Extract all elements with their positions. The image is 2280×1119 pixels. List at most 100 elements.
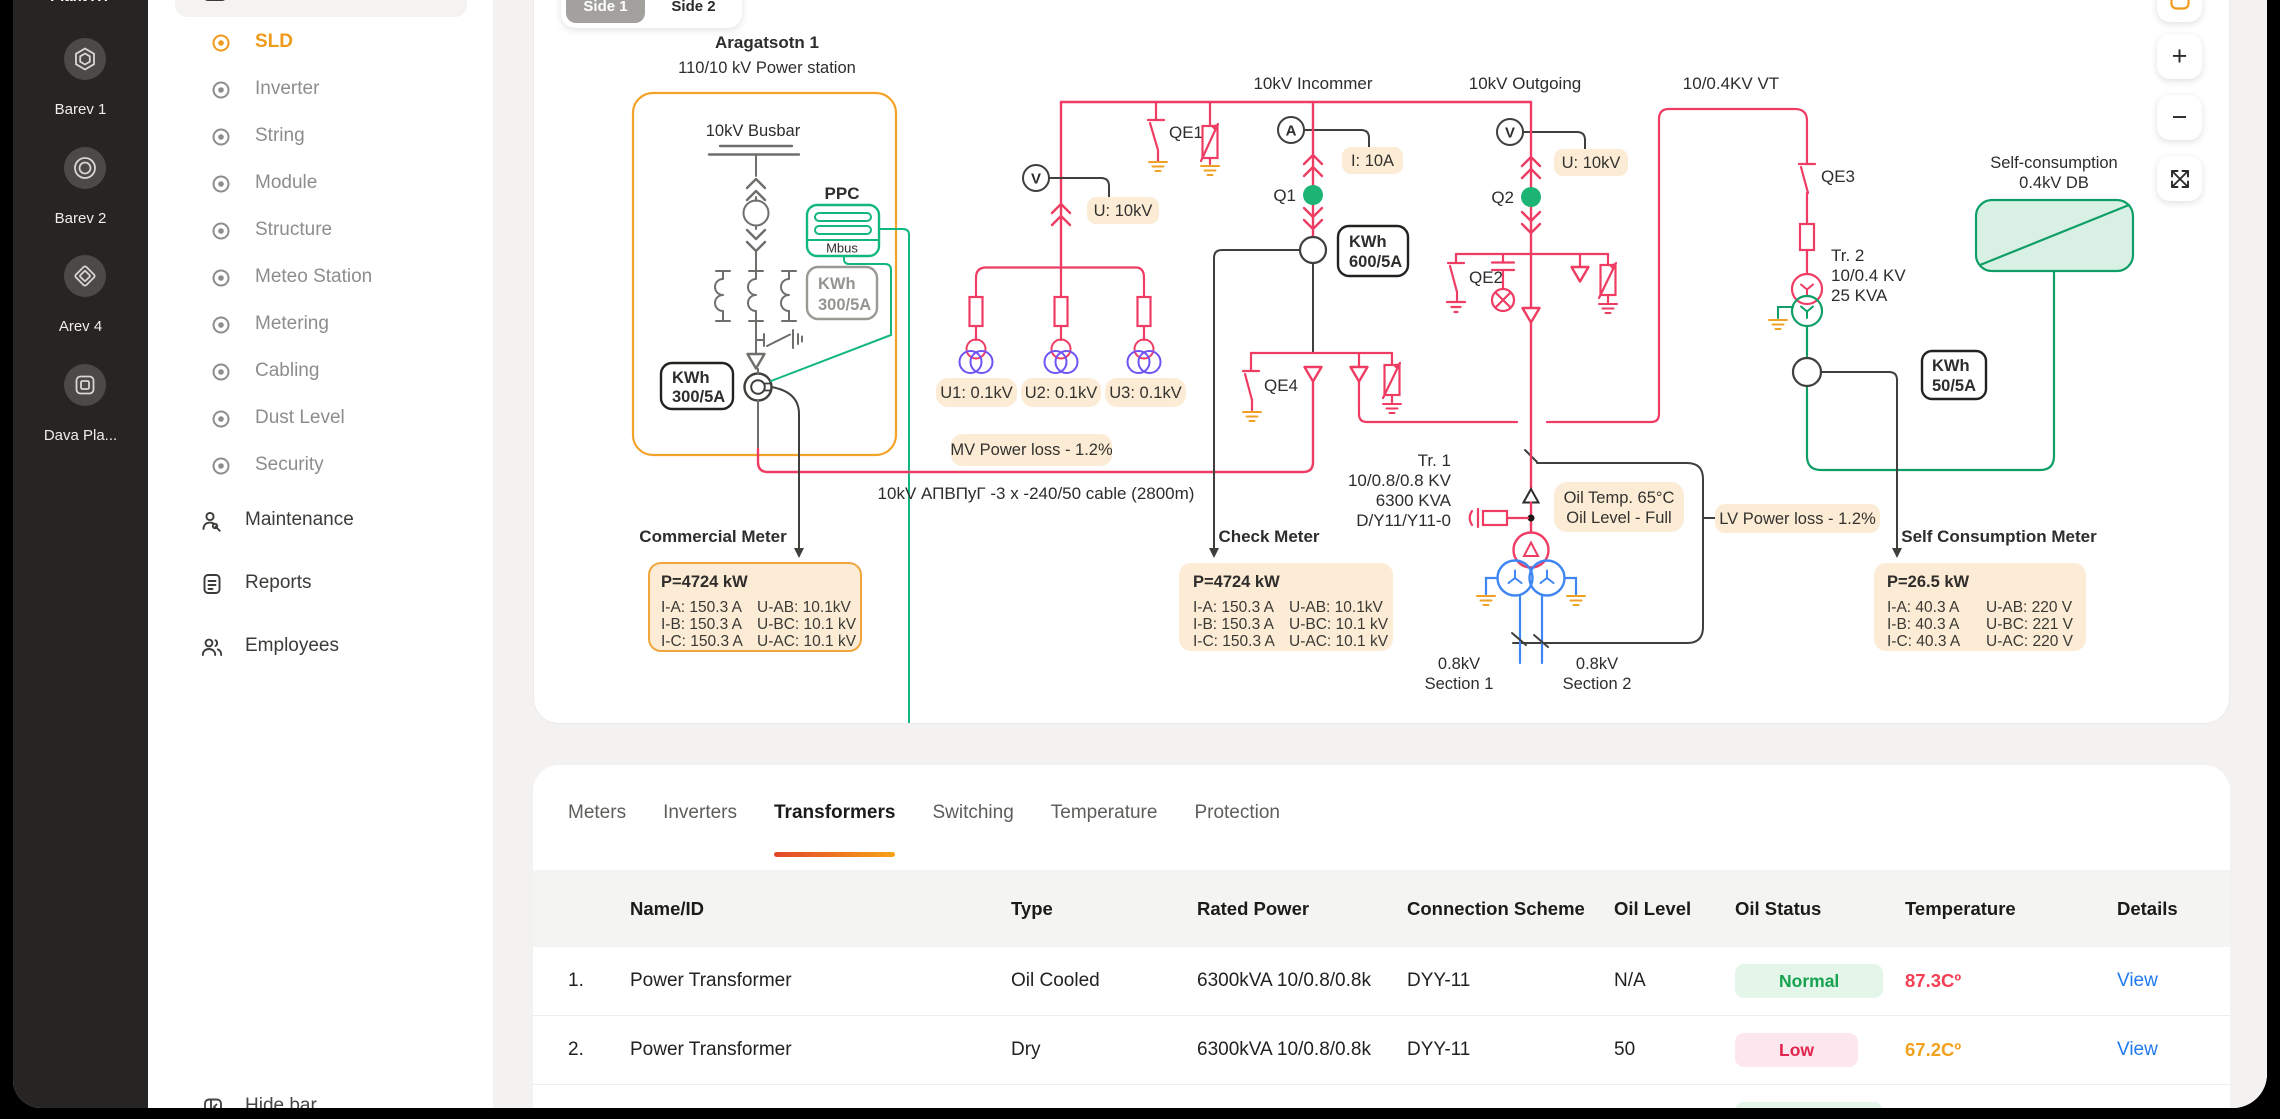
tab-meters[interactable]: Meters [568, 802, 627, 823]
sld-diagram[interactable]: Aragatsotn 1 110/10 kV Power station 10k… [534, 0, 2229, 724]
hide-bar-button[interactable]: Hide bar [148, 1094, 493, 1108]
svg-text:50/5A: 50/5A [1932, 377, 1976, 395]
side1-button[interactable]: Side 1 [566, 0, 645, 23]
qe2-label: QE2 [1469, 268, 1503, 287]
cell-oil-level: 50 [1614, 1039, 1636, 1060]
sidebar-item-maintenance[interactable]: Maintenance [148, 498, 493, 544]
sidebar-item-sld[interactable]: SLD [148, 20, 493, 66]
mv-cable-line [756, 381, 1315, 474]
cell-rated-power: 6300kVA 10/0.8/0.8k [1197, 1039, 1371, 1060]
tab-protection[interactable]: Protection [1194, 802, 1280, 823]
view-link[interactable]: View [2117, 970, 2158, 991]
column-header-name: Name/ID [630, 898, 705, 919]
view-link[interactable]: View [2117, 1039, 2158, 1060]
table-row[interactable]: 2. Power Transformer Dry 6300kVA 10/0.8/… [533, 1016, 2230, 1085]
tr2-primary [1790, 272, 1824, 306]
square-icon[interactable] [64, 364, 106, 406]
vt-measuring-feeder[interactable]: V U: 10kV [936, 100, 1186, 407]
sidebar-item-cabling[interactable]: Cabling [148, 349, 493, 395]
tab-bar: Meters Inverters Transformers Switching … [568, 802, 1280, 857]
svg-text:I-C: 150.3 A: I-C: 150.3 A [661, 633, 744, 650]
sidebar-item-inverter[interactable]: Inverter [148, 67, 493, 113]
tab-switching[interactable]: Switching [932, 802, 1014, 823]
transformer-1[interactable]: Tr. 1 10/0.8/0.8 KV 6300 KVA D/Y11/Y11-0… [1348, 449, 1880, 693]
svg-text:U: 10kV: U: 10kV [1562, 154, 1621, 172]
commercial-meter[interactable]: Commercial Meter P=4724 kW I-A: 150.3 A … [639, 527, 862, 652]
sidebar-item-reports[interactable]: Reports [148, 561, 493, 607]
sidebar-item-label: Meteo Station [255, 266, 373, 287]
sidebar-item-module[interactable]: Module [148, 161, 493, 207]
svg-text:A: A [1286, 123, 1297, 140]
side2-button[interactable]: Side 2 [671, 0, 716, 15]
table-row[interactable]: Normal [533, 1085, 2230, 1108]
lamp-symbol [1490, 252, 1516, 313]
sidebar-item-string[interactable]: String [148, 114, 493, 160]
vent-symbol [1521, 486, 1541, 504]
status-badge: Normal [1735, 1101, 1884, 1108]
u3-pill: U3: 0.1kV [1105, 378, 1186, 407]
metering-ct [743, 372, 773, 402]
arrow-down-symbol [1521, 306, 1541, 324]
section-break-marks [1511, 632, 1549, 648]
tab-temperature[interactable]: Temperature [1050, 802, 1158, 823]
radio-icon [210, 126, 232, 148]
sidebar-item-label: Cabling [255, 360, 320, 381]
svg-text:U-BC: 10.1 kV: U-BC: 10.1 kV [1289, 616, 1389, 633]
svg-text:P=4724 kW: P=4724 kW [1193, 573, 1280, 591]
svg-text:I-A: 150.3 A: I-A: 150.3 A [1193, 599, 1275, 616]
self-consumption-db: Self-consumption 0.4kV DB [1974, 154, 2135, 273]
sidebar-item-structure[interactable]: Structure [148, 208, 493, 254]
sidebar-item-meteo-station[interactable]: Meteo Station [148, 255, 493, 301]
svg-text:Self-consumption: Self-consumption [1990, 154, 2117, 172]
substation-group[interactable]: Aragatsotn 1 110/10 kV Power station 10k… [631, 33, 910, 724]
tool-button-partial[interactable] [2157, 0, 2202, 22]
sidebar-item-security[interactable]: Security [148, 443, 493, 489]
q2-label: Q2 [1491, 188, 1514, 207]
svg-text:LV Power loss - 1.2%: LV Power loss - 1.2% [1719, 510, 1876, 528]
sidebar-item-label: Metering [255, 313, 329, 334]
sidebar-item-metering[interactable]: Metering [148, 302, 493, 348]
svg-text:Self Consumption Meter: Self Consumption Meter [1901, 527, 2097, 546]
svg-text:6300 KVA: 6300 KVA [1376, 491, 1452, 510]
sidebar-item-dust-level[interactable]: Dust Level [148, 396, 493, 442]
svg-text:Tr. 1: Tr. 1 [1418, 451, 1451, 470]
svg-text:I-B: 40.3 A: I-B: 40.3 A [1887, 616, 1960, 633]
qe1-earthing-switch[interactable]: QE1 [1146, 100, 1203, 172]
q1-breaker-closed[interactable] [1303, 185, 1323, 205]
svg-text:I-A: 150.3 A: I-A: 150.3 A [661, 599, 743, 616]
incomer-feeder[interactable]: A I: 10A Q1 [1209, 100, 1410, 558]
sidebar-item-employees[interactable]: Employees [148, 624, 493, 670]
transformer-2-branch[interactable]: QE3 Tr. 2 10/0.4 KV 25 KVA [1768, 154, 2135, 558]
zoom-in-button[interactable]: + [2157, 34, 2202, 79]
fullscreen-button[interactable] [2157, 156, 2202, 201]
column-header-type: Type [1011, 898, 1053, 919]
self-consumption-meter[interactable]: Self Consumption Meter P=26.5 kW I-A: 40… [1874, 527, 2097, 651]
outgoing-feeder[interactable]: V U: 10kV Q2 [1491, 100, 1628, 256]
busbar-symbol [707, 144, 801, 177]
kwh50-ct [1791, 356, 1823, 388]
ground-icon [1768, 319, 1788, 330]
radio-icon [210, 79, 232, 101]
surge-arrester-1[interactable] [1199, 100, 1220, 176]
table-row[interactable]: 1. Power Transformer Oil Cooled 6300kVA … [533, 947, 2230, 1016]
plant-label: Barev 2 [54, 210, 107, 227]
ppc-controller[interactable]: PPC Mbus [805, 184, 881, 258]
qe2-branch[interactable]: QE2 [1445, 252, 1618, 455]
svg-text:D/Y11/Y11-0: D/Y11/Y11-0 [1356, 511, 1451, 530]
sidebar-item-label: SLD [255, 31, 293, 52]
circle-icon[interactable] [64, 147, 106, 189]
hexagon-icon[interactable] [64, 38, 106, 80]
cable-label: 10kV АПВПуГ -3 x -240/50 cable (2800m) [878, 484, 1195, 503]
tab-inverters[interactable]: Inverters [663, 802, 737, 823]
zoom-out-button[interactable]: − [2157, 95, 2202, 140]
qe4-branch[interactable]: QE4 [1241, 107, 1809, 424]
diamond-icon[interactable] [64, 255, 106, 297]
tab-transformers[interactable]: Transformers [774, 802, 896, 857]
q2-breaker-closed[interactable] [1521, 187, 1541, 207]
radio-icon [210, 267, 232, 289]
report-icon [200, 572, 224, 596]
svg-text:Oil Level - Full: Oil Level - Full [1566, 509, 1671, 527]
check-meter[interactable]: Check Meter P=4724 kW I-A: 150.3 A U-AB:… [1179, 527, 1393, 651]
qe3-label: QE3 [1821, 167, 1855, 186]
ground-icon [1148, 161, 1168, 172]
